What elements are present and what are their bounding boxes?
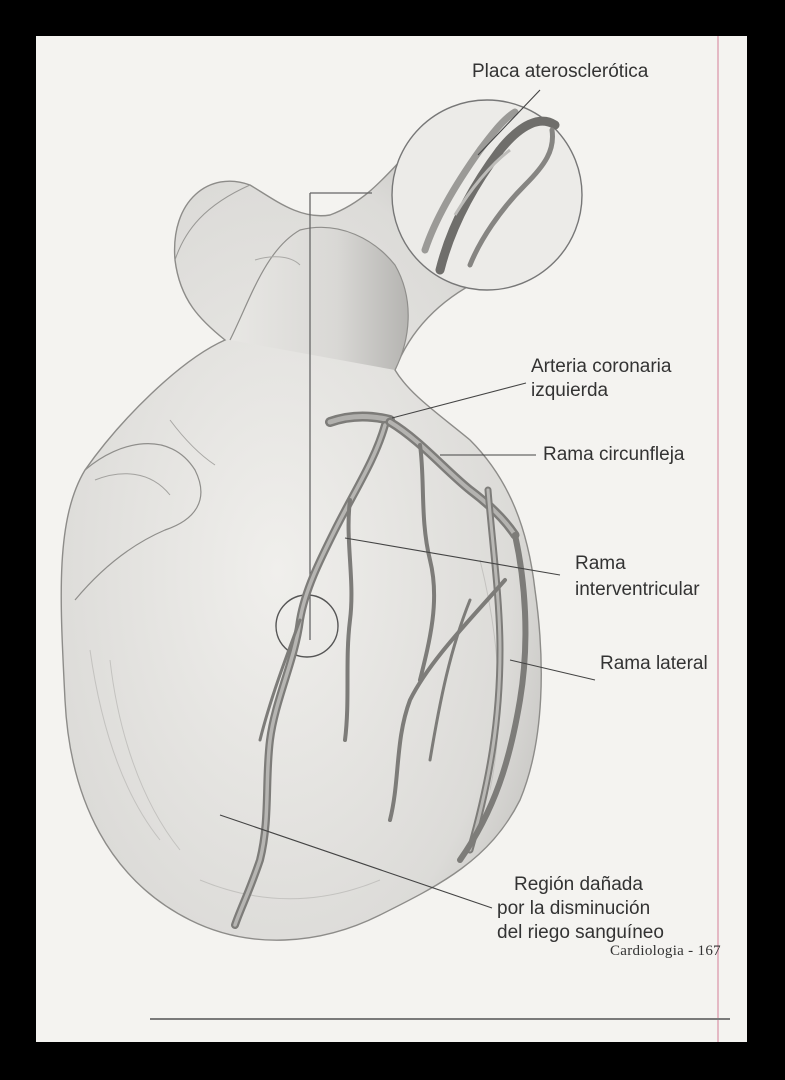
label-region-1: Región dañada bbox=[514, 873, 643, 896]
label-region-3: del riego sanguíneo bbox=[497, 921, 664, 944]
label-placa: Placa aterosclerótica bbox=[472, 60, 648, 83]
bottom-rule bbox=[150, 1018, 730, 1020]
label-circunfleja: Rama circunfleja bbox=[543, 443, 685, 466]
label-lateral: Rama lateral bbox=[600, 652, 708, 675]
label-arteria-1: Arteria coronaria bbox=[531, 355, 671, 378]
plaque-magnifier bbox=[392, 100, 582, 290]
page-folio: Cardiologia - 167 bbox=[610, 943, 721, 960]
label-arteria-2: izquierda bbox=[531, 379, 608, 402]
label-interventricular-1: Rama bbox=[575, 552, 626, 575]
label-interventricular-2: interventricular bbox=[575, 578, 700, 601]
label-region-2: por la disminución bbox=[497, 897, 650, 920]
